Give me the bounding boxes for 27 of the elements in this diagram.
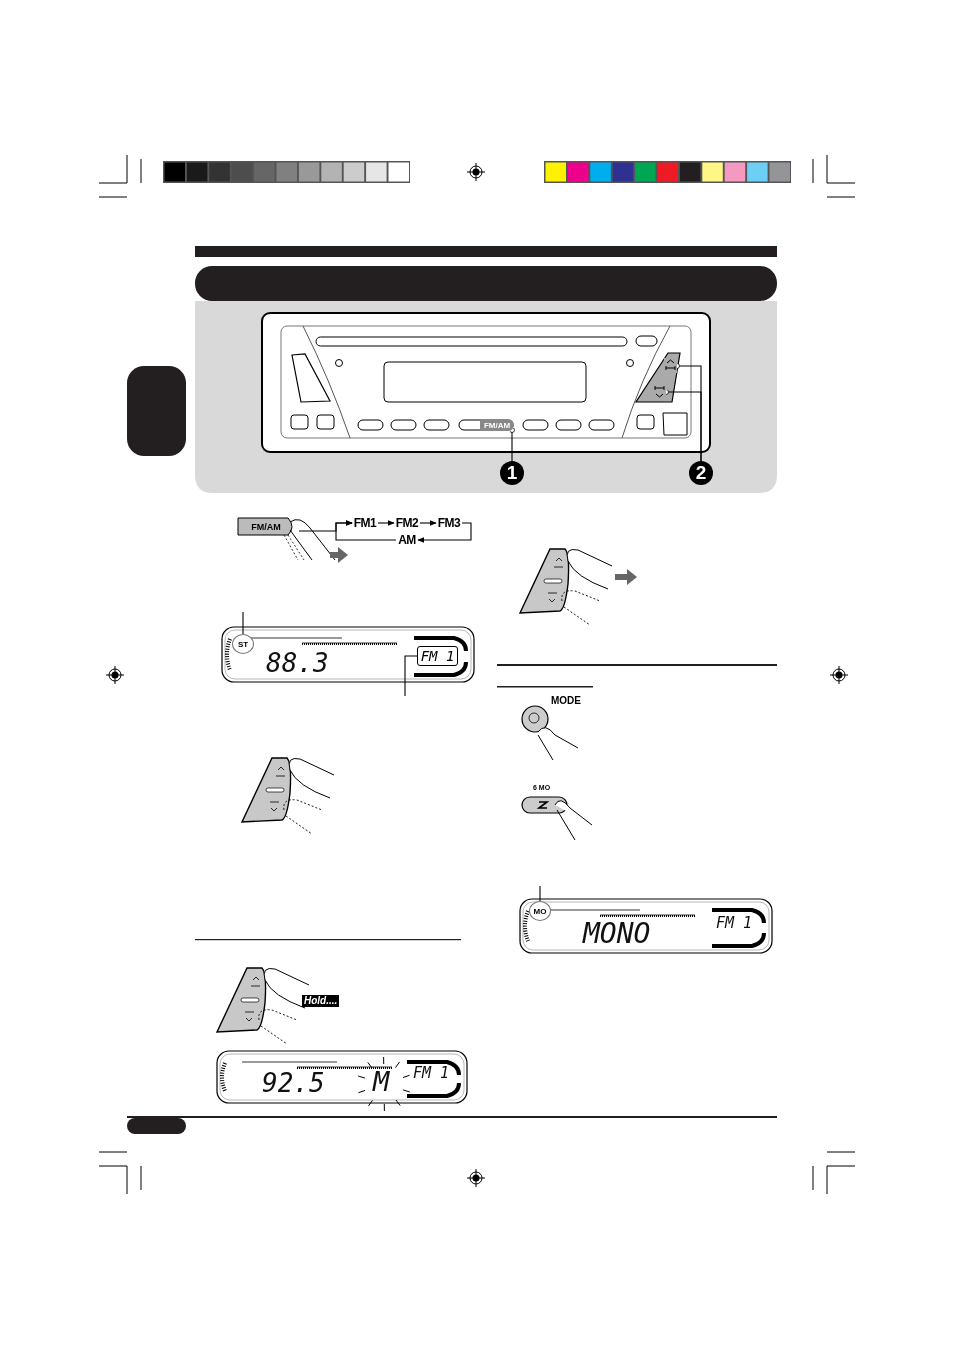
arrow <box>335 520 397 541</box>
button-name: MODE <box>551 696 581 706</box>
side-tab <box>127 366 186 456</box>
arrow <box>417 522 472 543</box>
leader-line <box>663 389 702 462</box>
mode-readout: MONO <box>583 920 651 948</box>
leader-line <box>509 427 515 462</box>
band-label: FM3 <box>436 515 462 531</box>
band-label: AM <box>396 532 418 548</box>
leader-line <box>539 885 541 902</box>
frequency-readout: 92.5 <box>262 1070 325 1096</box>
title-bar <box>195 266 777 301</box>
band-label: FM2 <box>394 515 420 531</box>
arrow <box>377 520 395 526</box>
leader-line <box>242 611 244 635</box>
arrow <box>419 520 437 526</box>
band-label: FM1 <box>352 515 378 531</box>
memory-indicator: M <box>373 1068 390 1095</box>
band-indicator-box: FM 1 <box>417 646 458 666</box>
hold-tag: Hold.... <box>302 995 340 1007</box>
seek-up-button <box>664 358 677 373</box>
leader-line <box>404 655 418 697</box>
band-readout: FM 1 <box>716 916 753 931</box>
frequency-readout: 88.3 <box>266 650 329 676</box>
seek-down-button <box>653 384 666 399</box>
button-label: FM/AM <box>480 419 514 431</box>
band-readout: FM 1 <box>413 1066 450 1081</box>
